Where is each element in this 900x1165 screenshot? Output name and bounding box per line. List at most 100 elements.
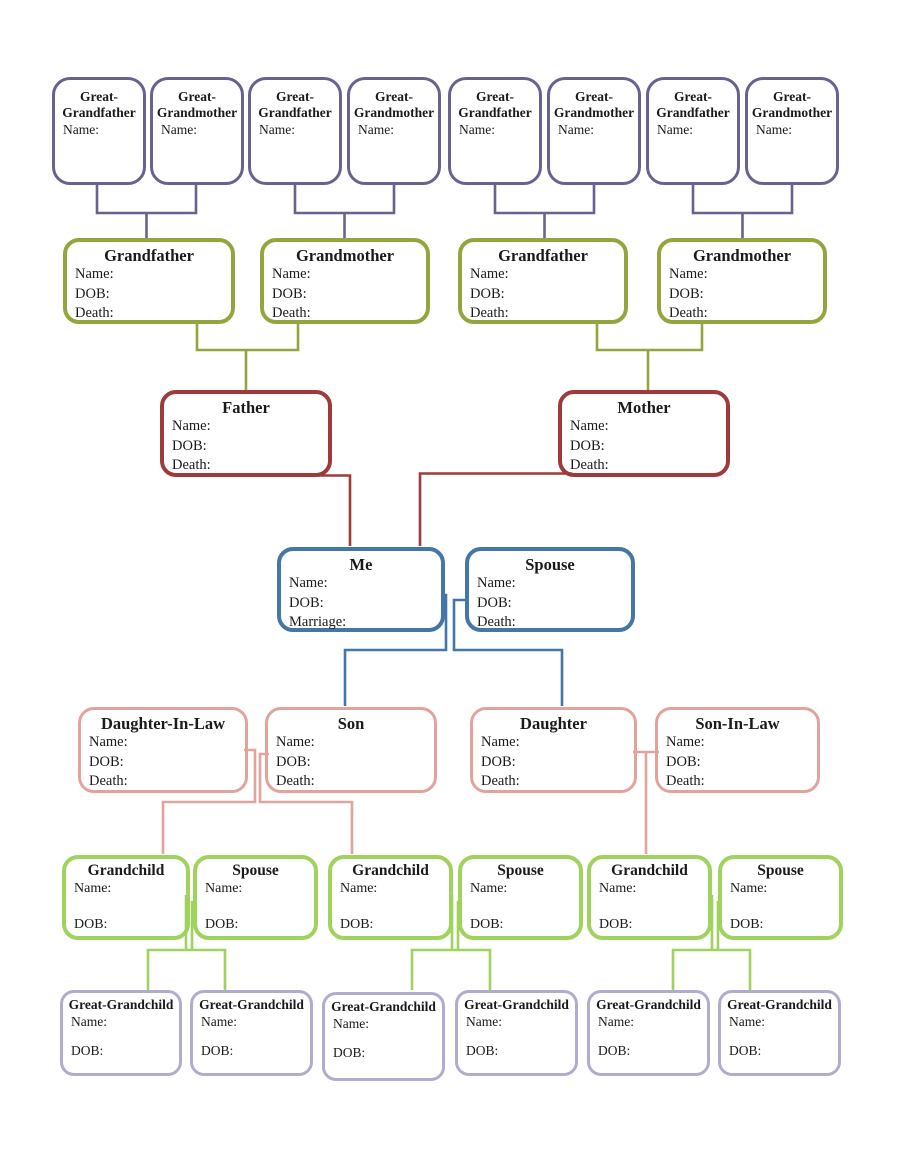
name-field-label: Name:: [459, 121, 495, 137]
name-field-label: Name:: [340, 881, 378, 897]
dob-field-label: DOB:: [666, 753, 701, 770]
dob-field-label: DOB:: [172, 437, 207, 454]
node-grandfather-1: Grandfather Name: DOB: Death:: [63, 238, 235, 324]
name-field-label: Name:: [570, 418, 609, 435]
marriage-field-label: Marriage:: [289, 613, 347, 630]
death-field-label: Death:: [272, 304, 311, 321]
dob-field-label: DOB:: [276, 753, 311, 770]
node-great-grandchild-2: Great-Grandchild Name: DOB:: [190, 990, 313, 1076]
node-great-grandmother-1: Great-Grandmother Name:: [150, 77, 244, 185]
node-title: Grandchild: [611, 862, 688, 879]
node-great-grandmother-2: Great-Grandmother Name:: [347, 77, 441, 185]
node-title: Me: [349, 555, 373, 574]
death-field-label: Death:: [172, 456, 211, 473]
node-title: Great-Grandmother: [751, 89, 833, 120]
death-field-label: Death:: [481, 772, 520, 789]
dob-field-label: DOB:: [71, 1042, 104, 1058]
node-title: Grandchild: [87, 862, 165, 879]
name-field-label: Name:: [71, 1013, 107, 1029]
node-great-grandchild-4: Great-Grandchild Name: DOB:: [455, 990, 578, 1076]
node-daughter: Daughter Name: DOB: Death:: [470, 707, 637, 793]
name-field-label: Name:: [272, 266, 311, 283]
dob-field-label: DOB:: [75, 285, 110, 302]
death-field-label: Death:: [276, 772, 315, 789]
node-son: Son Name: DOB: Death:: [265, 707, 437, 793]
name-field-label: Name:: [75, 266, 114, 283]
dob-field-label: DOB:: [289, 594, 324, 611]
node-title: Spouse: [525, 555, 575, 574]
node-great-grandchild-5: Great-Grandchild Name: DOB:: [587, 990, 710, 1076]
dob-field-label: DOB:: [201, 1042, 234, 1058]
death-field-label: Death:: [669, 304, 708, 321]
node-title: Great-Grandchild: [464, 997, 569, 1012]
name-field-label: Name:: [358, 121, 394, 137]
node-title: Grandchild: [352, 862, 429, 879]
name-field-label: Name:: [730, 881, 768, 897]
dob-field-label: DOB:: [466, 1042, 499, 1058]
name-field-label: Name:: [259, 121, 295, 137]
node-grandchild-spouse-3: Spouse Name: DOB:: [718, 855, 843, 940]
dob-field-label: DOB:: [599, 916, 633, 932]
node-spouse: Spouse Name: DOB: Death:: [465, 547, 635, 632]
node-title: Great-Grandfather: [62, 89, 136, 120]
node-title: Great-Grandchild: [727, 997, 832, 1012]
dob-field-label: DOB:: [598, 1042, 631, 1058]
name-field-label: Name:: [172, 418, 211, 435]
dob-field-label: DOB:: [74, 916, 108, 932]
death-field-label: Death:: [75, 304, 114, 321]
name-field-label: Name:: [466, 1013, 502, 1029]
dob-field-label: DOB:: [470, 285, 505, 302]
node-title: Grandmother: [692, 246, 792, 265]
name-field-label: Name:: [756, 121, 792, 137]
node-grandchild-spouse-1: Spouse Name: DOB:: [193, 855, 318, 940]
node-title: Son-In-Law: [695, 714, 780, 733]
node-title: Grandmother: [295, 246, 395, 265]
node-title: Daughter: [520, 714, 587, 733]
name-field-label: Name:: [470, 881, 508, 897]
node-title: Father: [222, 398, 270, 417]
dob-field-label: DOB:: [205, 916, 239, 932]
name-field-label: Name:: [558, 121, 594, 137]
node-title: Spouse: [757, 862, 804, 879]
death-field-label: Death:: [666, 772, 705, 789]
node-great-grandmother-3: Great-Grandmother Name:: [547, 77, 641, 185]
name-field-label: Name:: [599, 881, 637, 897]
name-field-label: Name:: [161, 121, 197, 137]
name-field-label: Name:: [201, 1013, 237, 1029]
dob-field-label: DOB:: [340, 916, 374, 932]
name-field-label: Name:: [470, 266, 509, 283]
node-grandmother-1: Grandmother Name: DOB: Death:: [260, 238, 430, 324]
node-great-grandchild-6: Great-Grandchild Name: DOB:: [718, 990, 841, 1076]
node-title: Great-Grandfather: [258, 89, 332, 120]
node-grandchild-spouse-2: Spouse Name: DOB:: [458, 855, 583, 940]
node-great-grandfather-1: Great-Grandfather Name:: [52, 77, 146, 185]
dob-field-label: DOB:: [333, 1044, 366, 1060]
node-son-in-law: Son-In-Law Name: DOB: Death:: [655, 707, 820, 793]
death-field-label: Death:: [89, 772, 128, 789]
dob-field-label: DOB:: [570, 437, 605, 454]
node-great-grandfather-4: Great-Grandfather Name:: [646, 77, 740, 185]
node-title: Daughter-In-Law: [100, 714, 226, 733]
dob-field-label: DOB:: [729, 1042, 762, 1058]
node-grandfather-2: Grandfather Name: DOB: Death:: [458, 238, 628, 324]
node-title: Great-Grandfather: [656, 89, 730, 120]
node-grandchild-2: Grandchild Name: DOB:: [328, 855, 453, 940]
node-great-grandchild-1: Great-Grandchild Name: DOB:: [60, 990, 182, 1076]
dob-field-label: DOB:: [272, 285, 307, 302]
node-title: Great-Grandmother: [156, 89, 238, 120]
node-grandchild-1: Grandchild Name: DOB:: [62, 855, 190, 940]
name-field-label: Name:: [89, 734, 128, 751]
node-title: Spouse: [497, 862, 544, 879]
node-father: Father Name: DOB: Death:: [160, 390, 332, 477]
node-title: Great-Grandchild: [331, 999, 436, 1014]
dob-field-label: DOB:: [669, 285, 704, 302]
node-title: Spouse: [232, 862, 279, 879]
node-grandchild-3: Grandchild Name: DOB:: [587, 855, 712, 940]
name-field-label: Name:: [669, 266, 708, 283]
name-field-label: Name:: [477, 575, 516, 592]
node-title: Great-Grandchild: [596, 997, 701, 1012]
death-field-label: Death:: [477, 613, 516, 630]
death-field-label: Death:: [570, 456, 609, 473]
dob-field-label: DOB:: [89, 753, 124, 770]
node-title: Mother: [617, 398, 671, 417]
